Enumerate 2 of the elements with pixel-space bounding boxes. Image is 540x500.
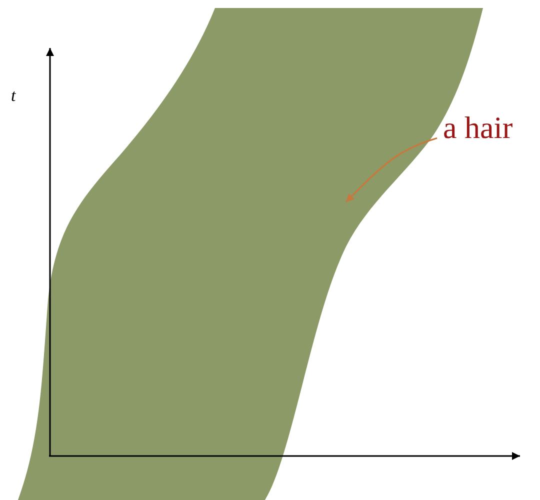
axis-label: t <box>11 86 16 106</box>
callout-label: a hair <box>443 110 513 145</box>
